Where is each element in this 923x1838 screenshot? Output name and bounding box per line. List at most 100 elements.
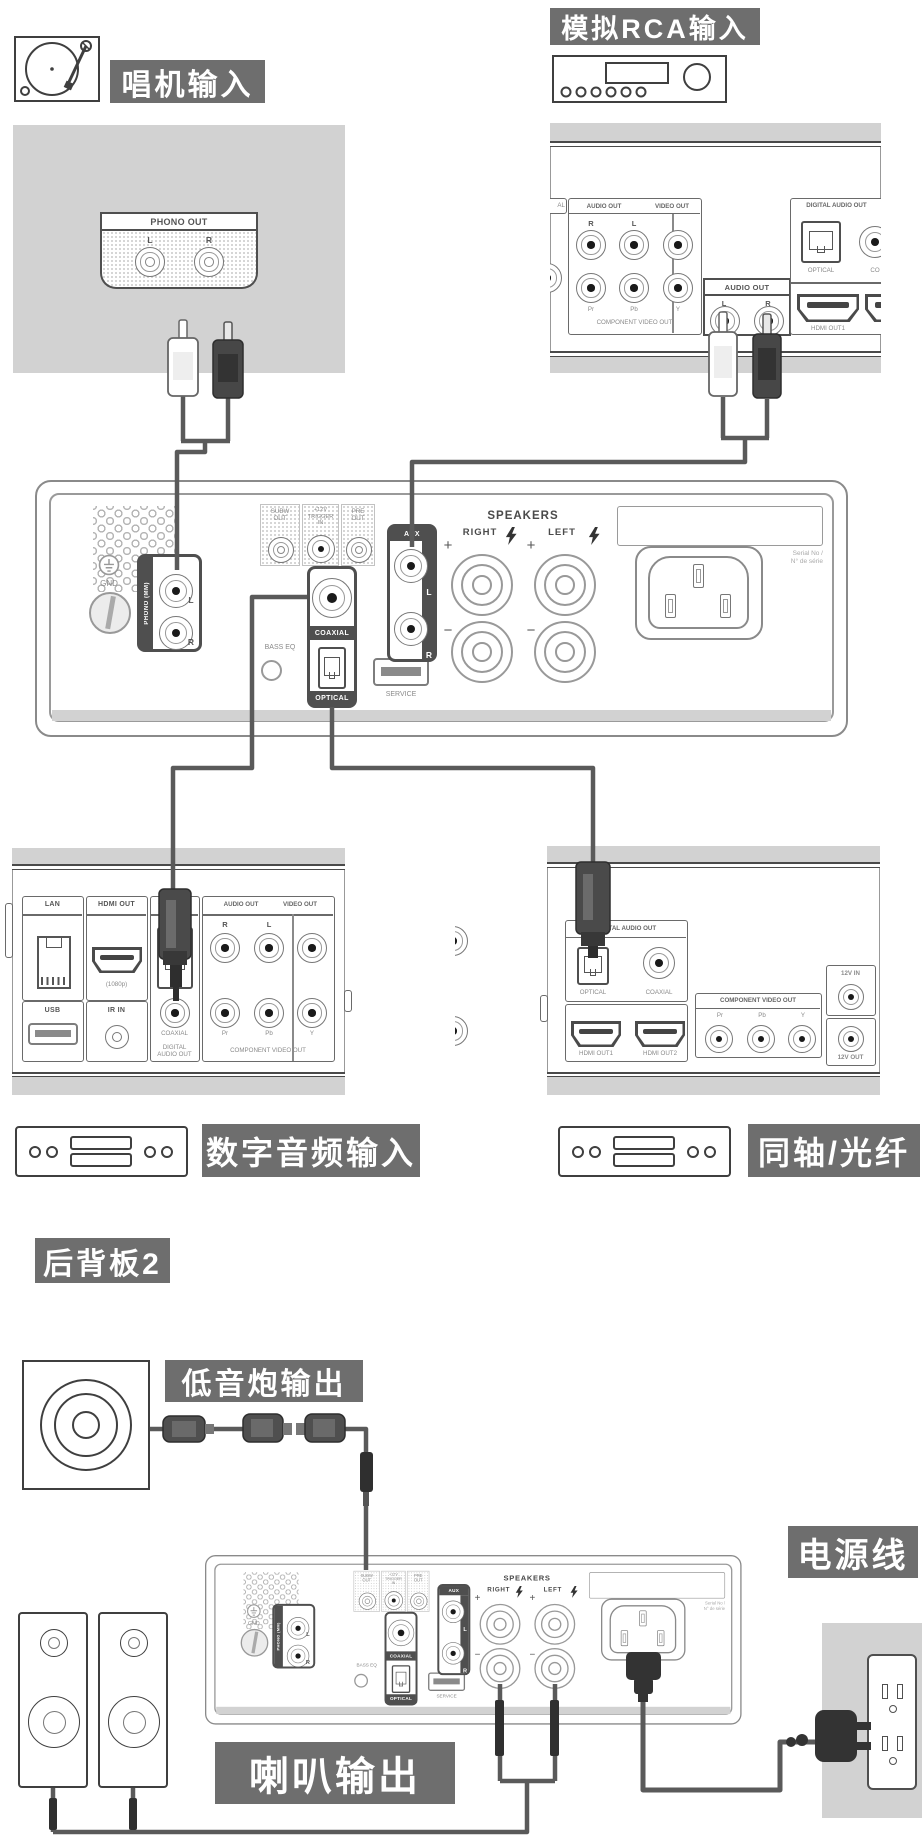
pl-bottom-strip bbox=[12, 1077, 345, 1095]
amp-coaxial-label: COAXIAL bbox=[310, 626, 354, 640]
tweeter bbox=[40, 1629, 68, 1657]
player-left-panel: LAN USB HDMI OUT (1080p) IR IN OPTICAL C… bbox=[5, 848, 352, 1095]
rear-panel-2-heading: 后背板2 bbox=[35, 1238, 170, 1283]
pl-hdmi-port bbox=[92, 947, 142, 973]
ac-prong-right bbox=[657, 1630, 665, 1647]
amplifier-panel-mini: GND PHONO (MM) L R SUBW OUT +12V TRIGGER… bbox=[205, 1555, 745, 1728]
pr-component-header: COMPONENT VIDEO OUT bbox=[696, 994, 820, 1009]
source-av-header bbox=[569, 199, 700, 214]
aux-r-label: R bbox=[463, 1667, 468, 1674]
pl-lan-col: LAN bbox=[22, 896, 84, 1001]
subwoofer-ring-inner bbox=[72, 1411, 100, 1439]
player-icon-right bbox=[558, 1126, 731, 1177]
source-jack-video bbox=[663, 230, 693, 260]
ground-symbol-icon bbox=[98, 554, 120, 576]
aux-jack-r bbox=[441, 1642, 465, 1665]
pr-12vin-label: 12V IN bbox=[841, 970, 860, 977]
lightning-icon bbox=[588, 527, 600, 545]
right-plus: + bbox=[443, 537, 453, 554]
pl-hdmi-res: (1080p) bbox=[105, 981, 128, 988]
source-hdmi2-port-cut bbox=[865, 294, 881, 322]
post-left-plus bbox=[534, 1603, 576, 1645]
speakers-right-label: RIGHT bbox=[487, 1586, 511, 1594]
source-hdmi1-port bbox=[797, 294, 859, 322]
pre-out-box: PRE OUT bbox=[406, 1570, 430, 1612]
pr-optical-label: OPTICAL bbox=[579, 989, 607, 996]
player-icon-left bbox=[15, 1126, 188, 1177]
phono-vertical-label: PHONO (MM) bbox=[276, 1622, 281, 1651]
pl-right-tab bbox=[344, 990, 352, 1012]
outlet-slot bbox=[882, 1684, 888, 1699]
ac-inlet bbox=[635, 546, 763, 640]
gnd-label: GND bbox=[247, 1620, 260, 1627]
bass-eq-button bbox=[354, 1673, 369, 1688]
trigger-in-label: +12V TRIGGER IN bbox=[385, 1572, 402, 1586]
cut-jack-2 bbox=[455, 1016, 468, 1046]
pl-jack-video bbox=[297, 933, 327, 963]
source-video-out-title: VIDEO OUT bbox=[654, 203, 690, 210]
aux-input-box: AUX L R bbox=[387, 524, 437, 662]
bass-eq-label: BASS EQ bbox=[264, 644, 296, 651]
pr-12vout-jack bbox=[838, 1026, 864, 1052]
pr-coaxial-jack bbox=[643, 947, 675, 979]
aux-jack-l bbox=[441, 1600, 465, 1623]
pr-optical-port bbox=[577, 947, 609, 985]
pl-video-out-title: VIDEO OUT bbox=[282, 901, 318, 908]
pl-audio-out-title: AUDIO OUT bbox=[223, 901, 259, 908]
amp-phono-jack-l bbox=[286, 1617, 310, 1640]
cut-jack-1 bbox=[455, 926, 468, 956]
trigger-in-jack bbox=[384, 1591, 403, 1610]
lightning-icon bbox=[505, 527, 517, 545]
pr-hdmi-box: HDMI OUT1 HDMI OUT2 bbox=[565, 1004, 688, 1062]
left-plus: + bbox=[526, 537, 536, 554]
ground-symbol-icon bbox=[247, 1604, 261, 1618]
post-left-minus bbox=[534, 621, 596, 683]
post-left-minus bbox=[534, 1648, 576, 1689]
gnd-terminal bbox=[240, 1628, 269, 1657]
outlet-slot bbox=[882, 1736, 888, 1751]
pr-12vout-box: 12V OUT bbox=[826, 1018, 876, 1066]
phono-input-box: PHONO (MM) L R bbox=[137, 554, 202, 652]
speaker-output-label: 喇叭输出 bbox=[215, 1742, 455, 1804]
subw-out-box: SUBW OUT bbox=[260, 504, 300, 566]
amp-optical-label: OPTICAL bbox=[310, 691, 354, 705]
right-minus: − bbox=[443, 622, 453, 639]
pr-bottom-strip bbox=[547, 1077, 880, 1095]
amp-phono-l: L bbox=[188, 595, 194, 605]
gnd-label: GND bbox=[100, 579, 118, 588]
left-minus: − bbox=[529, 1648, 536, 1660]
power-cord-label: 电源线 bbox=[788, 1526, 918, 1578]
phono-l-label: L bbox=[147, 235, 153, 245]
pl-pr-label: Pr bbox=[221, 1030, 229, 1037]
source-cut-fragment: AL bbox=[550, 198, 567, 214]
pre-out-label: PRE OUT bbox=[351, 508, 365, 523]
turntable-rear-panel: PHONO OUT L R bbox=[13, 125, 345, 373]
amp-label-plate bbox=[589, 1572, 726, 1599]
ac-inlet bbox=[601, 1598, 686, 1661]
source-y-label: Y bbox=[675, 306, 681, 313]
source-coaxial-label-cut: CO bbox=[870, 267, 880, 274]
source-audio-out-box: AUDIO OUT L R bbox=[703, 278, 791, 336]
amp-phono-jack-r bbox=[286, 1644, 310, 1668]
source-jack-audio-r bbox=[576, 230, 606, 260]
source-audio-out-box-title: AUDIO OUT bbox=[724, 282, 770, 292]
trigger-in-box: +12V TRIGGER IN bbox=[381, 1570, 406, 1612]
phono-out-body: L R bbox=[100, 231, 258, 289]
pr-component-box: COMPONENT VIDEO OUT Pr Pb Y bbox=[695, 993, 822, 1058]
bass-eq-label: BASS EQ bbox=[356, 1663, 377, 1668]
pl-pb-label: Pb bbox=[265, 1030, 273, 1037]
pl-jack-pr bbox=[210, 998, 240, 1028]
amp-bottom-band bbox=[216, 1706, 731, 1715]
amp-phono-r: R bbox=[187, 637, 195, 647]
pr-pr-label: Pr bbox=[716, 1012, 724, 1019]
lightning-icon bbox=[515, 1586, 523, 1598]
lightning-icon bbox=[570, 1586, 578, 1598]
source-box-jack-r bbox=[754, 306, 784, 336]
receiver-icon bbox=[552, 55, 727, 103]
service-label: SERVICE bbox=[385, 691, 417, 698]
pl-lan-label: LAN bbox=[44, 901, 61, 908]
pl-opt-line bbox=[151, 914, 198, 916]
aux-label: AUX bbox=[390, 527, 434, 541]
pl-jack-pb bbox=[254, 998, 284, 1028]
source-cut-jack-clip bbox=[550, 261, 563, 295]
